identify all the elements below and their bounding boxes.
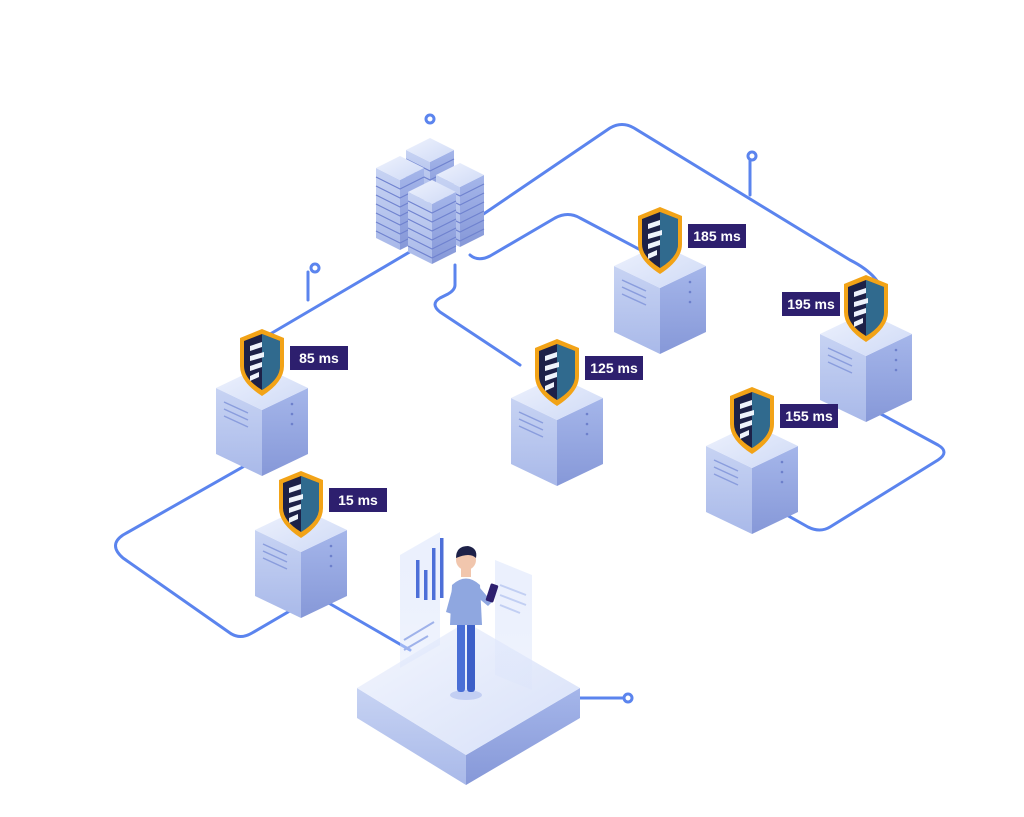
server-node: 195 ms bbox=[782, 275, 912, 422]
person-with-tablet-icon bbox=[446, 546, 499, 700]
server-node-icon bbox=[511, 376, 603, 486]
network-endpoint-icon bbox=[424, 113, 436, 125]
security-shield-icon bbox=[730, 387, 774, 454]
latency-label: 15 ms bbox=[329, 488, 387, 512]
server-node: 15 ms bbox=[255, 471, 387, 618]
user-workstation bbox=[357, 532, 580, 785]
network-line bbox=[318, 596, 412, 652]
network-endpoint-icon bbox=[622, 692, 634, 704]
network-line bbox=[758, 398, 946, 532]
latency-value: 185 ms bbox=[693, 228, 741, 244]
server-cluster-icon bbox=[375, 138, 485, 264]
network-endpoint-icon bbox=[746, 150, 758, 162]
latency-label-bg bbox=[585, 356, 643, 380]
server-nodes: 15 ms 85 ms 125 ms 185 ms 195 ms 155 ms bbox=[216, 207, 912, 618]
latency-value: 85 ms bbox=[299, 350, 339, 366]
server-node: 85 ms bbox=[216, 329, 348, 476]
security-shield-icon bbox=[638, 207, 682, 274]
security-shield-icon bbox=[844, 275, 888, 342]
latency-label: 125 ms bbox=[585, 356, 643, 380]
platform-right-side bbox=[466, 688, 580, 785]
platform-left-side bbox=[357, 688, 466, 785]
latency-value: 125 ms bbox=[590, 360, 638, 376]
latency-label: 155 ms bbox=[780, 404, 838, 428]
server-node: 125 ms bbox=[511, 339, 643, 486]
latency-value: 15 ms bbox=[338, 492, 378, 508]
security-shield-icon bbox=[535, 339, 579, 406]
latency-label-bg bbox=[782, 292, 840, 316]
network-line bbox=[433, 263, 522, 367]
latency-value: 155 ms bbox=[785, 408, 833, 424]
server-node-icon bbox=[255, 508, 347, 618]
latency-value: 195 ms bbox=[787, 296, 835, 312]
server-node: 185 ms bbox=[614, 207, 746, 354]
network-line bbox=[468, 213, 652, 261]
bar-chart-screen-icon bbox=[400, 532, 444, 668]
latency-label: 195 ms bbox=[782, 292, 840, 316]
security-shield-icon bbox=[240, 329, 284, 396]
network-line bbox=[114, 458, 302, 638]
server-node-icon bbox=[216, 366, 308, 476]
server-node-icon bbox=[820, 312, 912, 422]
latency-label-bg bbox=[329, 488, 387, 512]
security-shield-icon bbox=[279, 471, 323, 538]
latency-label-bg bbox=[780, 404, 838, 428]
server-tower bbox=[407, 180, 457, 264]
latency-label-bg bbox=[290, 346, 348, 370]
latency-label: 185 ms bbox=[688, 224, 746, 248]
latency-label-bg bbox=[688, 224, 746, 248]
network-endpoint-icon bbox=[309, 262, 321, 274]
server-node: 155 ms bbox=[706, 387, 838, 534]
data-panel-screen-icon bbox=[495, 560, 532, 690]
latency-label: 85 ms bbox=[290, 346, 348, 370]
